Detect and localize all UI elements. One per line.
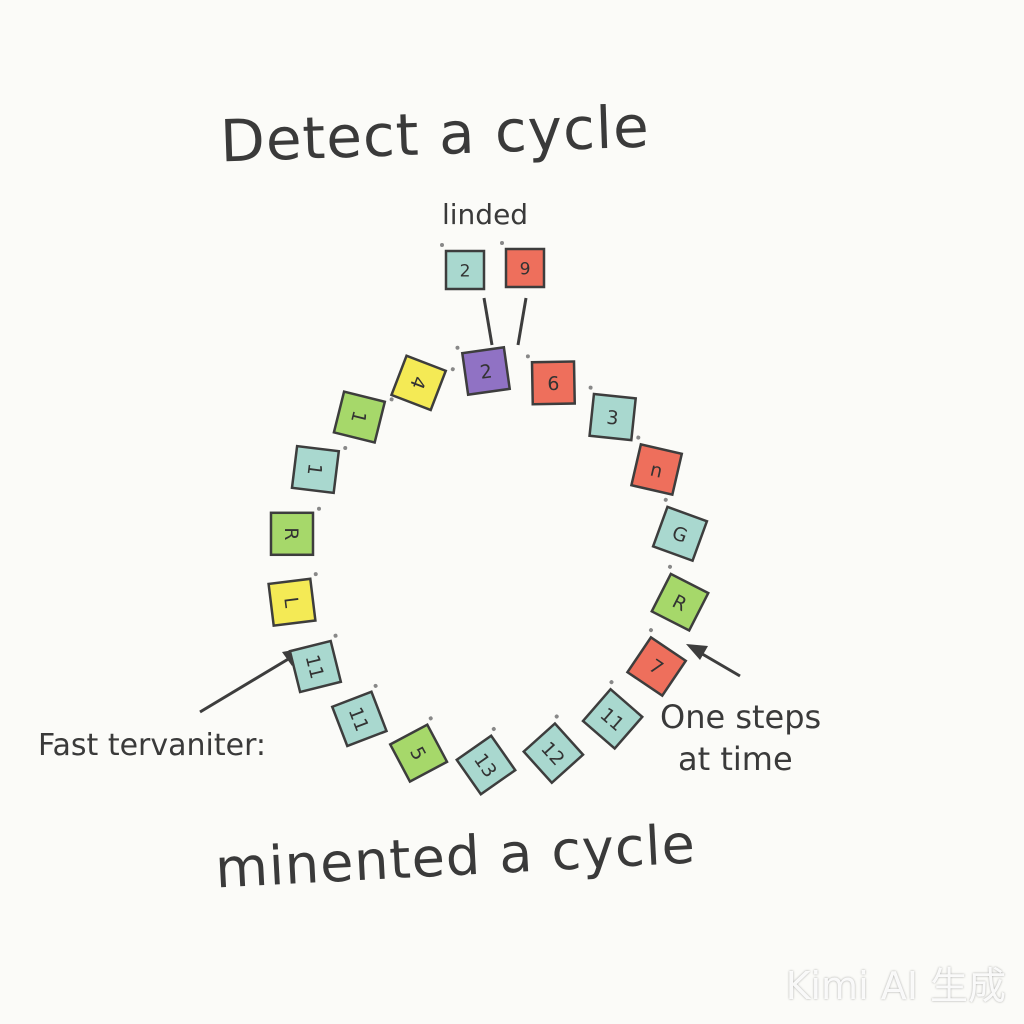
fast-pointer-arrow bbox=[199, 650, 301, 714]
slow-pointer-label-line1: One steps bbox=[660, 698, 822, 736]
ring-node-box bbox=[650, 572, 710, 633]
tail-node: 9 bbox=[500, 241, 546, 289]
ring-node: 4 bbox=[389, 354, 455, 412]
ring-node-box bbox=[625, 635, 688, 698]
slow-pointer-arrowhead bbox=[686, 644, 708, 660]
ring-node-box bbox=[521, 721, 585, 785]
ring-node: 6 bbox=[525, 354, 577, 406]
ring-node-dot bbox=[333, 633, 338, 638]
ring-node: 11 bbox=[330, 683, 389, 748]
tail-node: 2 bbox=[440, 243, 486, 291]
ring-node-dot bbox=[389, 397, 394, 402]
ring-node-dot bbox=[636, 435, 641, 440]
ring-node-dot bbox=[343, 445, 348, 450]
ring-node: 1 bbox=[290, 444, 348, 495]
ring-node: R bbox=[269, 506, 321, 557]
ring-node-box bbox=[269, 511, 315, 557]
ring-node: 11 bbox=[581, 680, 645, 751]
ring-node: R bbox=[650, 564, 710, 633]
ring-node-box bbox=[460, 345, 512, 397]
ring-node-label: n bbox=[648, 459, 665, 483]
ring-node-dot bbox=[491, 727, 496, 732]
ring-node-label: 1 bbox=[303, 462, 326, 477]
ring-node-box bbox=[455, 734, 517, 796]
ring-node-label: G bbox=[669, 522, 690, 548]
ring-node-dot bbox=[663, 497, 668, 502]
slow-pointer-label-line2: at time bbox=[678, 740, 793, 778]
ring-node-label: L bbox=[279, 596, 302, 610]
ring-node-dot bbox=[313, 572, 318, 577]
fast-pointer-label: Fast tervaniter: bbox=[38, 728, 266, 763]
tail-node-label: 2 bbox=[460, 261, 471, 281]
ring-node-dot bbox=[428, 716, 433, 721]
tail-node-box bbox=[444, 249, 486, 291]
ring-node-dot bbox=[667, 564, 672, 569]
ring-node-label: 3 bbox=[605, 407, 619, 430]
tail-node-label: 9 bbox=[520, 259, 531, 279]
ring-node: 7 bbox=[625, 628, 688, 698]
ring-node: G bbox=[651, 497, 709, 563]
ring-node-dot bbox=[316, 506, 321, 511]
slow-pointer-label: One steps at time bbox=[660, 696, 821, 780]
ring-node: L bbox=[267, 572, 318, 628]
tail-arrow-right bbox=[516, 297, 528, 346]
ring-node-label: R bbox=[280, 527, 302, 540]
ring-node: 2 bbox=[455, 345, 512, 397]
ring-node-box bbox=[530, 360, 577, 406]
ring-node-dot bbox=[455, 345, 460, 350]
ring-node: 5 bbox=[388, 716, 449, 784]
ring-node-box bbox=[629, 442, 684, 497]
tail-node-dot bbox=[440, 243, 444, 247]
ring-node-dot bbox=[609, 680, 614, 685]
ring-node-dot bbox=[525, 354, 530, 359]
ring-node-dot bbox=[648, 628, 653, 633]
tail-node-dot bbox=[500, 241, 504, 245]
ring-node: 1 bbox=[332, 390, 394, 445]
ring-node-box bbox=[288, 639, 343, 694]
ring-node-box bbox=[330, 690, 389, 748]
ring-node: 11 bbox=[288, 633, 343, 694]
ring-node-dot bbox=[373, 683, 378, 688]
ring-node-box bbox=[388, 723, 449, 784]
ring-node: 13 bbox=[455, 727, 517, 796]
ring-node: 12 bbox=[521, 714, 585, 785]
ring-node-box bbox=[651, 505, 709, 563]
ring-node-box bbox=[267, 577, 317, 628]
ring-node-label: 2 bbox=[479, 360, 494, 383]
ring-node-label: 1 bbox=[346, 408, 370, 425]
ring-node: 3 bbox=[588, 385, 638, 442]
ring-node: n bbox=[629, 435, 684, 497]
ring-node-box bbox=[290, 444, 341, 495]
ring-node-box bbox=[581, 687, 645, 751]
tail-arrow-left bbox=[482, 297, 494, 346]
linked-label: linded bbox=[442, 198, 529, 231]
ring-node-box bbox=[588, 392, 638, 442]
ring-node-box bbox=[389, 354, 448, 412]
ring-node-box bbox=[332, 390, 387, 445]
ring-node-dot bbox=[554, 714, 559, 719]
ring-node-dot bbox=[450, 367, 455, 372]
ring-node-dot bbox=[588, 385, 593, 390]
tail-node-box bbox=[504, 247, 546, 289]
ring-node-label: 6 bbox=[547, 373, 559, 395]
watermark: Kimi AI 生成 bbox=[785, 964, 1006, 1008]
